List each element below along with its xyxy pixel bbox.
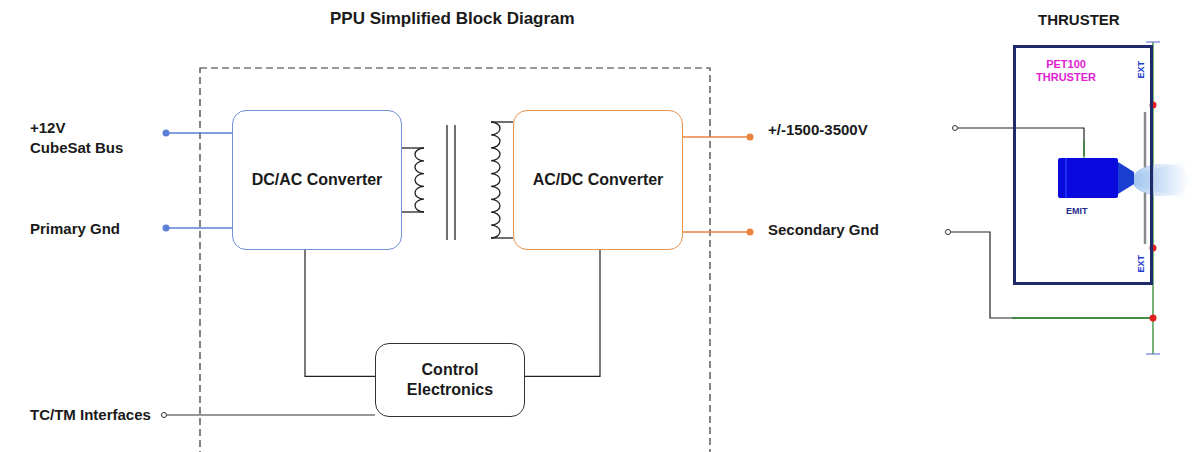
converter-box: AC/DC Converter — [513, 110, 683, 250]
bus-label: +12V CubeSat Bus — [30, 118, 125, 157]
input-wires — [163, 130, 233, 232]
block-label: DC/AC Converter — [242, 164, 393, 196]
output-wires — [683, 134, 754, 236]
thruster-wires — [946, 42, 1193, 354]
voltage-label: +/-1500-3500V — [768, 120, 868, 140]
diagram-title: PPU Simplified Block Diagram — [330, 8, 575, 30]
emitter-label: EMIT — [1066, 206, 1088, 216]
thruster-heading: THRUSTER — [1038, 11, 1120, 29]
emitter: EMIT — [1056, 156, 1146, 226]
ppu-enclosure — [200, 68, 710, 452]
thruster-housing: THRUSTERPET100 THRUSTEREMIT — [1013, 45, 1153, 285]
thruster-name: PET100 THRUSTER — [1030, 58, 1102, 84]
block-label: AC/DC Converter — [523, 164, 674, 196]
converter-box: DC/AC Converter — [232, 110, 402, 250]
control-box: Control Electronics — [375, 343, 525, 417]
exit-label: EXT — [1136, 255, 1148, 273]
control-wire — [305, 250, 375, 376]
tctm-wire — [162, 413, 376, 418]
ground-label: Primary Gnd — [30, 219, 120, 239]
control-wire — [525, 250, 600, 376]
exit-label: EXT — [1136, 61, 1148, 79]
transformer-symbol — [402, 122, 513, 240]
interface-label: TC/TM Interfaces — [30, 405, 151, 425]
ground-label: Secondary Gnd — [768, 220, 879, 240]
block-label: Control Electronics — [376, 354, 524, 406]
